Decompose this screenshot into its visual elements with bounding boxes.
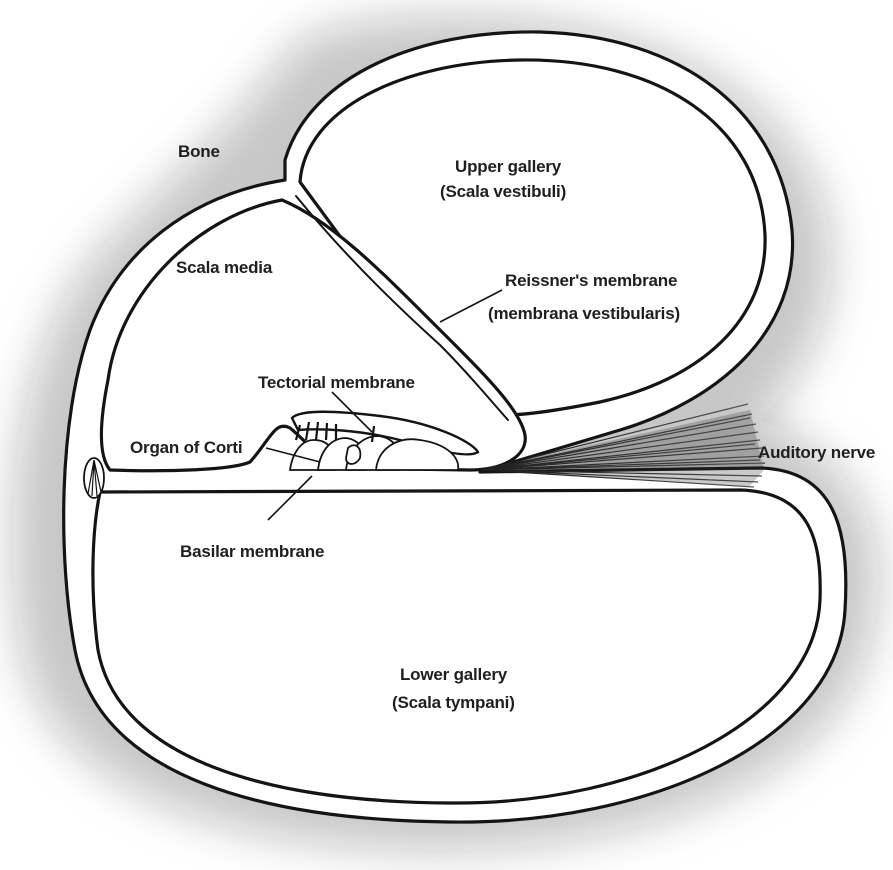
- spiral-ganglion: [84, 458, 104, 498]
- label-organ-of-corti: Organ of Corti: [130, 438, 242, 457]
- label-scala-media: Scala media: [176, 258, 273, 277]
- label-auditory-nerve: Auditory nerve: [758, 443, 875, 462]
- label-scala-tympani: (Scala tympani): [392, 693, 515, 712]
- label-reissners-membrane: Reissner's membrane: [505, 271, 677, 290]
- label-basilar-membrane: Basilar membrane: [180, 542, 324, 561]
- label-bone: Bone: [178, 142, 220, 161]
- label-membrana-vestibularis: (membrana vestibularis): [488, 304, 680, 323]
- label-scala-vestibuli: (Scala vestibuli): [440, 182, 566, 201]
- label-lower-gallery: Lower gallery: [400, 665, 508, 684]
- label-tectorial-membrane: Tectorial membrane: [258, 373, 415, 392]
- label-upper-gallery: Upper gallery: [455, 157, 562, 176]
